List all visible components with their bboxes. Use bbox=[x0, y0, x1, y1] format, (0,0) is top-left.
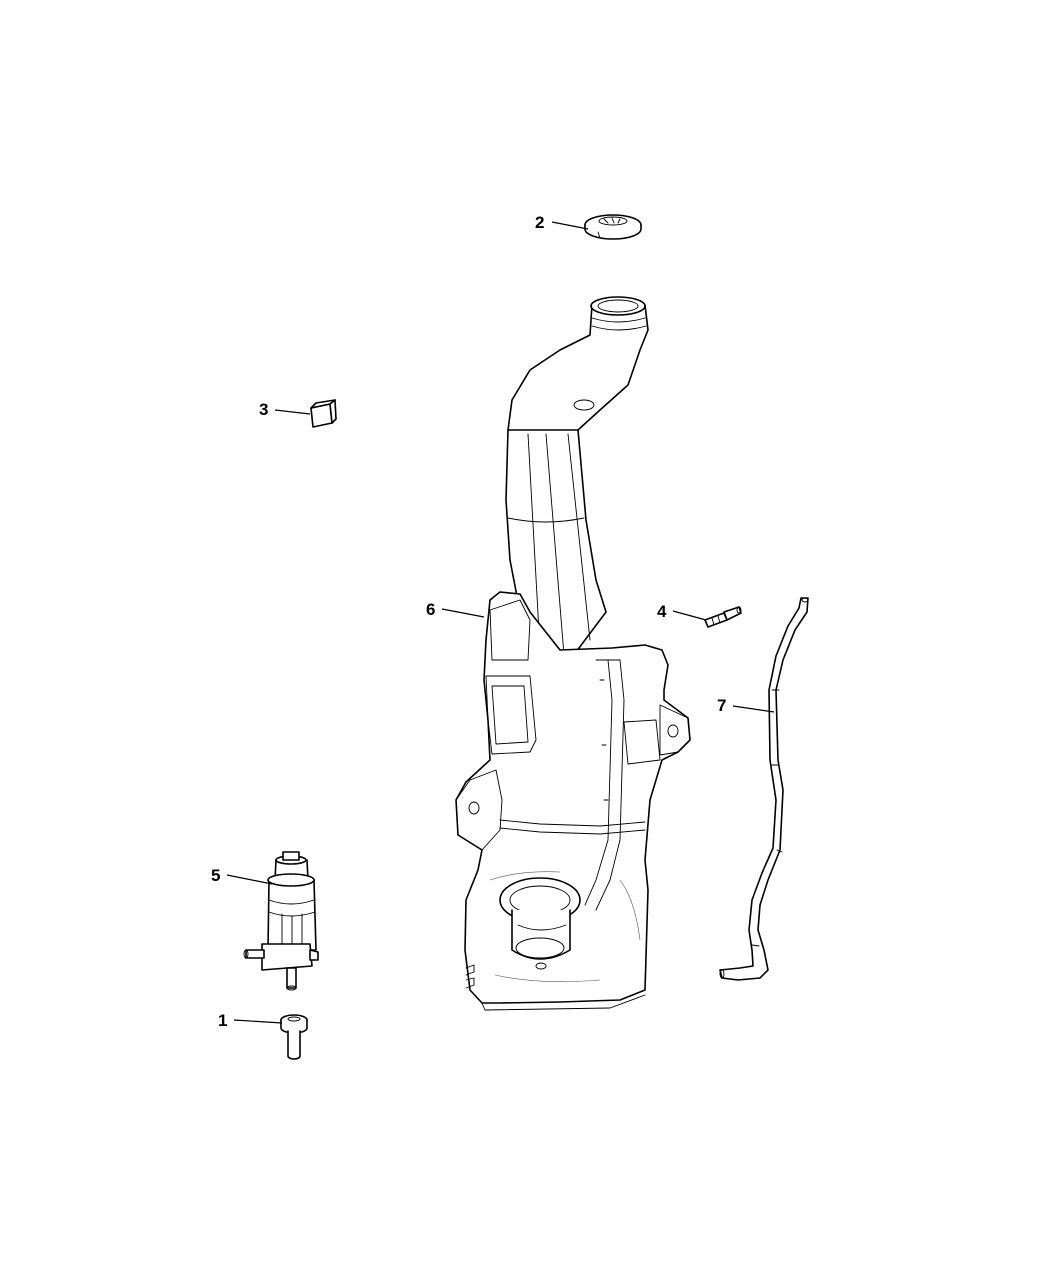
callout-3: 3 bbox=[259, 400, 268, 419]
callout-5: 5 bbox=[211, 866, 220, 885]
leader-5 bbox=[226, 874, 273, 885]
callout-2: 2 bbox=[535, 213, 544, 232]
leader-7 bbox=[732, 705, 775, 713]
part-2-reservoir-cap[interactable] bbox=[584, 214, 642, 240]
leader-2 bbox=[551, 221, 589, 230]
leader-3 bbox=[274, 409, 311, 415]
part-7-hose[interactable] bbox=[719, 597, 809, 981]
part-1-grommet[interactable] bbox=[280, 1014, 308, 1060]
part-3-clip[interactable] bbox=[310, 399, 337, 428]
callout-1: 1 bbox=[218, 1011, 227, 1030]
part-5-washer-pump[interactable] bbox=[243, 851, 319, 991]
callout-6: 6 bbox=[426, 600, 435, 619]
part-4-connector[interactable] bbox=[704, 606, 742, 628]
leader-1 bbox=[233, 1019, 283, 1024]
callout-7: 7 bbox=[717, 696, 726, 715]
leader-6 bbox=[441, 608, 485, 618]
leader-4 bbox=[672, 610, 707, 621]
part-6-washer-reservoir[interactable] bbox=[455, 296, 691, 1011]
callout-4: 4 bbox=[657, 602, 667, 621]
